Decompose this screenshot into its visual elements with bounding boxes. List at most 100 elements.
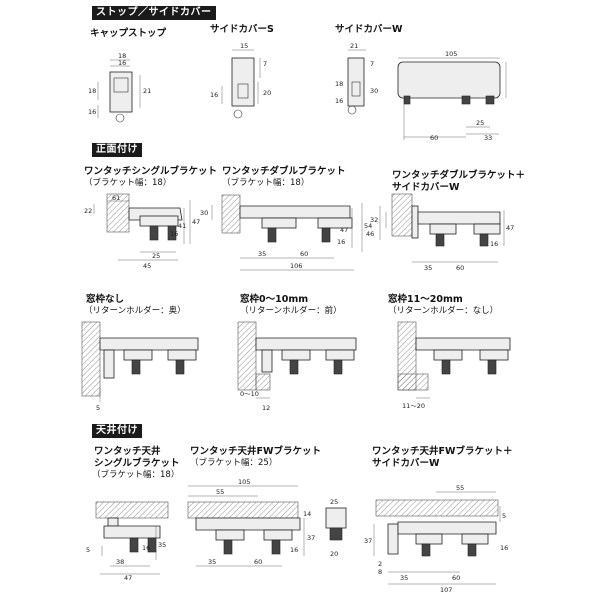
si-dim-g: 45 (143, 262, 151, 270)
label-single-bracket: ワンタッチシングルブラケット (84, 166, 218, 177)
cap-dim-d: 21 (143, 87, 151, 95)
ceiling-fw-sidecover-drawing: 55 5 37 2 8 35 60 107 16 (364, 484, 508, 594)
si-dim-b: 61 (112, 194, 120, 202)
fw-dim-d: 37 (307, 534, 315, 542)
sw-dim-i: 60 (430, 134, 438, 142)
cap-dim-b: 16 (118, 59, 126, 67)
fs-dim-h: 107 (440, 586, 452, 594)
label-window-none: 窓枠なし (86, 294, 125, 305)
sw-dim-a: 21 (350, 42, 358, 50)
cap-dim-c: 18 (88, 87, 96, 95)
db-dim-a: 30 (200, 209, 208, 217)
side-cover-w-drawing: 21 7 18 16 105 30 25 33 60 (335, 42, 507, 142)
m-dim-c: 12 (262, 404, 270, 412)
sw-dim-e: 105 (445, 50, 457, 58)
si-dim-a: 22 (84, 207, 92, 215)
fw-dim-i: 20 (330, 550, 338, 558)
dsc-dim-d: 16 (490, 240, 498, 248)
ceiling-single-drawing: 5 35 16 38 47 (86, 501, 169, 582)
cap-dim-e: 16 (88, 108, 96, 116)
fw-dim-b: 55 (216, 488, 224, 496)
fs-dim-e: 8 (378, 568, 382, 576)
dsc-dim-c: 47 (506, 224, 514, 232)
db-dim-d: 16 (337, 238, 345, 246)
cs-dim-d: 38 (116, 558, 124, 566)
ss-dim-d: 20 (263, 89, 271, 97)
si-dim-d: 41 (178, 222, 186, 230)
cs-dim-a: 5 (86, 546, 90, 554)
fw-dim-g: 60 (254, 558, 262, 566)
dsc-dim-b: 46 (366, 230, 374, 238)
single-bracket-drawing: 22 61 47 41 16 25 45 (84, 193, 200, 270)
ss-dim-a: 15 (240, 42, 248, 50)
sw-dim-d: 16 (335, 97, 343, 105)
label-ceiling-single-2: シングルブラケット (94, 458, 180, 469)
label-ceiling-fw-width: （ブラケット幅：25） (190, 458, 278, 468)
db-dim-c: 54 (364, 222, 372, 230)
fs-dim-b: 5 (502, 512, 506, 520)
fw-dim-f: 35 (208, 558, 216, 566)
si-dim-c: 47 (192, 218, 200, 226)
fw-dim-h: 25 (330, 498, 338, 506)
sw-dim-b: 7 (370, 60, 374, 68)
fw-dim-a: 105 (238, 478, 250, 486)
section-ceiling-mount: 天井付け (92, 424, 142, 438)
sw-dim-f: 30 (370, 87, 378, 95)
section-stop-sidecover: ストップ／サイドカバー (92, 6, 216, 20)
fw-dim-e: 16 (290, 546, 298, 554)
double-sidecover-drawing: 32 46 47 16 35 60 (366, 193, 514, 272)
label-window-11-20: 窓枠11～20mm (388, 294, 463, 305)
db-dim-b: 47 (340, 226, 348, 234)
fs-dim-g: 60 (452, 574, 460, 582)
label-side-cover-s: サイドカバーS (210, 24, 274, 35)
sw-dim-g: 25 (476, 119, 484, 127)
sw-dim-h: 33 (484, 134, 492, 142)
fs-dim-c: 37 (364, 537, 372, 545)
m-dim-a: 5 (96, 404, 100, 412)
label-ceiling-single-width: （ブラケット幅：18） (92, 470, 180, 480)
dsc-dim-e: 35 (424, 264, 432, 272)
db-dim-g: 106 (290, 262, 302, 270)
label-double-sidecover-2: サイドカバーW (392, 182, 460, 193)
section-front-mount: 正面付け (92, 143, 142, 157)
label-side-cover-w: サイドカバーW (335, 24, 403, 35)
ss-dim-c: 16 (210, 91, 218, 99)
cs-dim-c: 16 (142, 544, 150, 552)
m-dim-b: 0～10 (240, 390, 259, 398)
cs-dim-b: 35 (158, 541, 166, 549)
fs-dim-f: 35 (400, 574, 408, 582)
cs-dim-e: 47 (124, 574, 132, 582)
window-0-10-drawing: 0～10 12 (237, 321, 357, 412)
cap-stop-drawing: 18 16 18 21 16 (88, 52, 151, 123)
fw-dim-c: 14 (303, 510, 311, 518)
window-none-drawing: 5 (81, 321, 199, 412)
double-bracket-drawing: 30 47 54 16 35 60 106 (200, 194, 372, 271)
fs-dim-d: 2 (378, 560, 382, 568)
label-double-bracket: ワンタッチダブルブラケット (222, 166, 346, 177)
label-ceiling-fw-sidecover-2: サイドカバーW (372, 458, 440, 469)
label-ceiling-single-1: ワンタッチ天井 (94, 446, 161, 457)
window-11-20-drawing: 11～20 (397, 321, 511, 410)
label-ceiling-fw-sidecover-1: ワンタッチ天井FWブラケット＋ (372, 446, 513, 457)
label-double-sidecover-1: ワンタッチダブルブラケット＋ (392, 170, 526, 181)
ss-dim-b: 7 (263, 60, 267, 68)
label-double-bracket-width: （ブラケット幅：18） (222, 178, 310, 188)
dsc-dim-a: 32 (370, 216, 378, 224)
si-dim-e: 16 (170, 230, 178, 238)
m-dim-d: 11～20 (402, 402, 425, 410)
label-window-none-sub: （リターンホルダー：奥） (84, 306, 186, 316)
si-dim-f: 25 (152, 252, 160, 260)
fs-dim-i: 16 (500, 544, 508, 552)
sw-dim-c: 18 (335, 80, 343, 88)
label-window-0-10-sub: （リターンホルダー：前） (240, 306, 342, 316)
label-window-0-10: 窓枠0～10mm (240, 294, 309, 305)
fs-dim-a: 55 (456, 484, 464, 492)
label-cap-stop: キャップストップ (90, 28, 167, 39)
label-ceiling-fw: ワンタッチ天井FWブラケット (190, 446, 321, 457)
ceiling-fw-drawing: 105 55 14 37 16 35 60 25 20 (187, 478, 347, 567)
db-dim-f: 60 (300, 250, 308, 258)
label-single-bracket-width: （ブラケット幅：18） (84, 178, 172, 188)
side-cover-s-drawing: 15 7 16 20 (210, 42, 271, 119)
cap-dim-a: 18 (118, 52, 126, 60)
